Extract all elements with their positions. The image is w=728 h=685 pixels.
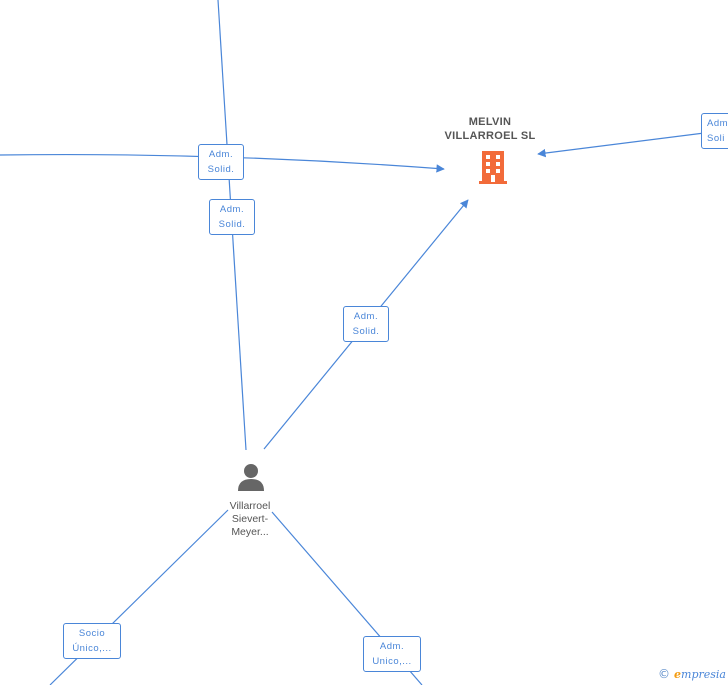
edge-label-line1: Adm: [707, 118, 728, 129]
edge-label-left-mid[interactable]: Adm. Solid.: [209, 199, 255, 235]
edge-label-line2: Solid.: [218, 219, 246, 230]
edge-label-line2: Unico,...: [372, 656, 412, 667]
person-name-line3: Meyer...: [231, 526, 269, 538]
company-name[interactable]: MELVIN VILLARROEL SL: [430, 115, 550, 143]
person-name[interactable]: Villarroel Sievert- Meyer...: [200, 500, 300, 539]
edge-label-bottom-left[interactable]: Socio Único,...: [63, 623, 121, 659]
brand-logo: ©empresia: [658, 667, 726, 681]
edge-label-left-top[interactable]: Adm. Solid.: [198, 144, 244, 180]
person-icon[interactable]: [236, 462, 266, 497]
edge-label-person-company[interactable]: Adm. Solid.: [343, 306, 389, 342]
edge-label-line2: Soli: [707, 133, 725, 144]
edge-label-line1: Socio: [78, 628, 106, 639]
edge-label-line1: Adm.: [219, 204, 245, 215]
edge-label-right-edge[interactable]: Adm Soli: [701, 113, 728, 149]
company-name-line2: VILLARROEL SL: [444, 130, 536, 142]
edge-label-line1: Adm.: [379, 641, 405, 652]
edge-label-line2: Solid.: [207, 164, 235, 175]
person-name-line1: Villarroel: [229, 500, 271, 512]
edge-label-bottom-right[interactable]: Adm. Unico,...: [363, 636, 421, 672]
brand-initial: e: [674, 668, 682, 681]
brand-rest: mpresia: [681, 668, 726, 681]
person-name-line2: Sievert-: [231, 513, 269, 525]
edge-label-line1: Adm.: [353, 311, 379, 322]
edge-right-to-company[interactable]: [537, 129, 728, 158]
copyright-icon: ©: [658, 667, 671, 681]
company-name-line1: MELVIN: [468, 116, 512, 128]
edge-label-line2: Único,...: [72, 643, 112, 654]
building-icon[interactable]: [476, 148, 510, 191]
edge-label-line1: Adm.: [208, 149, 234, 160]
edge-label-line2: Solid.: [352, 326, 380, 337]
